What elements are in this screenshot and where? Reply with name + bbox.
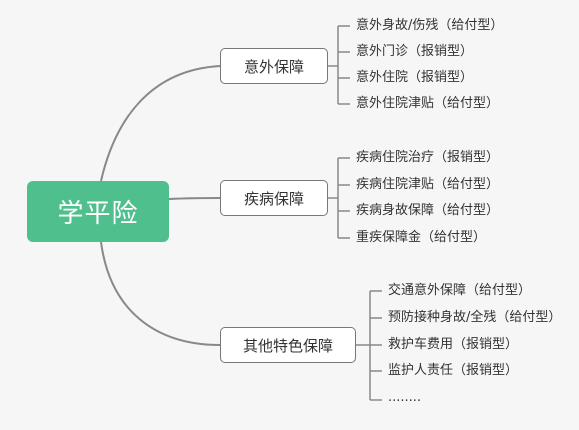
leaf-illness-hospital-treatment[interactable]: 疾病住院治疗（报销型） <box>356 150 500 165</box>
branch-node-other[interactable]: 其他特色保障 <box>220 327 356 363</box>
leaf-illness-death[interactable]: 疾病身故保障（给付型） <box>356 203 500 218</box>
leaf-traffic-accident[interactable]: 交通意外保障（给付型） <box>388 283 532 298</box>
leaf-accident-hospital-allowance[interactable]: 意外住院津贴（给付型） <box>356 96 500 111</box>
leaf-more-ellipsis: ........ <box>388 390 422 405</box>
branch-node-illness[interactable]: 疾病保障 <box>220 180 328 216</box>
root-node[interactable]: 学平险 <box>27 181 169 242</box>
branch-node-accident[interactable]: 意外保障 <box>220 48 328 84</box>
connector-root-branch-1 <box>168 197 221 200</box>
leaf-vaccination-death-disability[interactable]: 预防接种身故/全残（给付型） <box>388 310 562 325</box>
leaf-illness-hospital-allowance[interactable]: 疾病住院津贴（给付型） <box>356 177 500 192</box>
connector-root-branch-2 <box>100 241 221 346</box>
leaf-accident-death-disability[interactable]: 意外身故/伤残（给付型） <box>356 18 504 33</box>
leaf-accident-hospitalization[interactable]: 意外住院（报销型） <box>356 70 474 85</box>
connector-root-branch-0 <box>100 65 221 182</box>
leaf-critical-illness[interactable]: 重疾保障金（给付型） <box>356 230 487 245</box>
leaf-accident-outpatient[interactable]: 意外门诊（报销型） <box>356 44 474 59</box>
leaf-guardian-liability[interactable]: 监护人责任（报销型） <box>388 363 519 378</box>
leaf-ambulance-fee[interactable]: 救护车费用（报销型） <box>388 337 519 352</box>
